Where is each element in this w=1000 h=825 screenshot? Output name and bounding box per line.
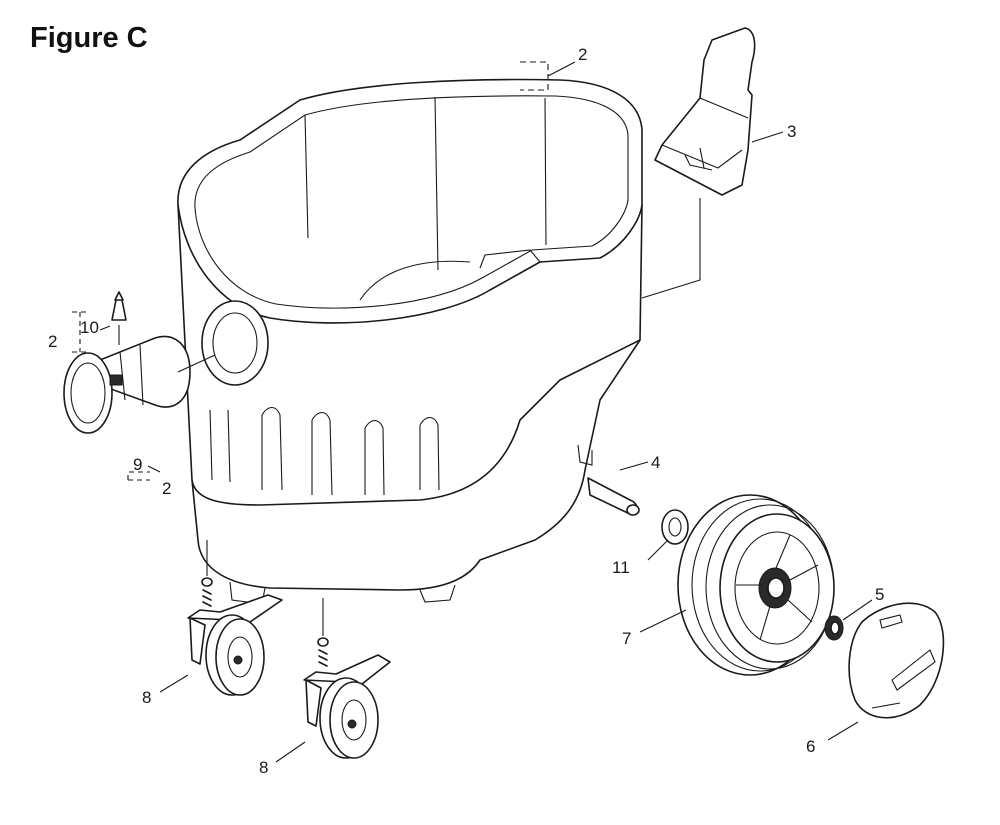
callout-6: 6 — [806, 737, 815, 756]
leader-lines — [72, 61, 873, 763]
washer-part — [661, 509, 689, 545]
inlet-elbow-part — [63, 335, 216, 434]
callout-4: 4 — [651, 453, 660, 472]
wheel-part — [677, 494, 835, 676]
callout-2-bottom: 2 — [162, 479, 171, 498]
hubcap-part — [848, 602, 945, 719]
callout-10: 10 — [80, 318, 99, 337]
tank-part — [177, 78, 643, 605]
callout-2-top: 2 — [578, 45, 587, 64]
callout-5: 5 — [875, 585, 884, 604]
callout-8-right: 8 — [259, 758, 268, 777]
nozzle-part — [111, 291, 127, 345]
castor-part-right — [303, 598, 391, 759]
callout-11: 11 — [612, 558, 630, 577]
callout-8-left: 8 — [142, 688, 151, 707]
callout-7: 7 — [622, 629, 631, 648]
castor-part-left — [187, 540, 283, 696]
figure-title: Figure C — [30, 22, 148, 54]
callout-2-left: 2 — [48, 332, 57, 351]
callout-3: 3 — [787, 122, 796, 141]
nut-part — [824, 615, 844, 641]
bracket-part — [654, 27, 756, 196]
axle-part — [587, 477, 640, 516]
callout-9: 9 — [133, 455, 142, 474]
